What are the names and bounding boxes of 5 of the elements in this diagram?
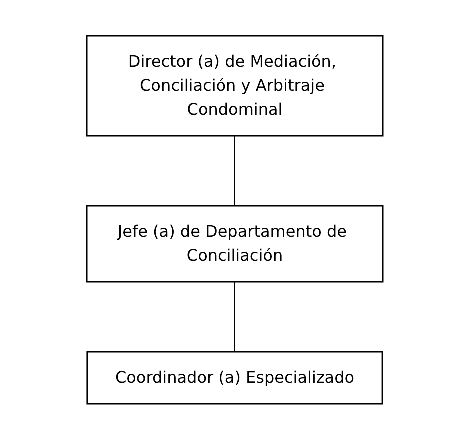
node-box: Jefe (a) de Departamento de Conciliación bbox=[86, 205, 384, 283]
connector bbox=[234, 282, 235, 352]
node-box: Coordinador (a) Especializado bbox=[86, 351, 383, 405]
connector bbox=[234, 136, 235, 206]
node-box: Director (a) de Mediación, Conciliación y Arbitraje Condominal bbox=[86, 35, 384, 137]
